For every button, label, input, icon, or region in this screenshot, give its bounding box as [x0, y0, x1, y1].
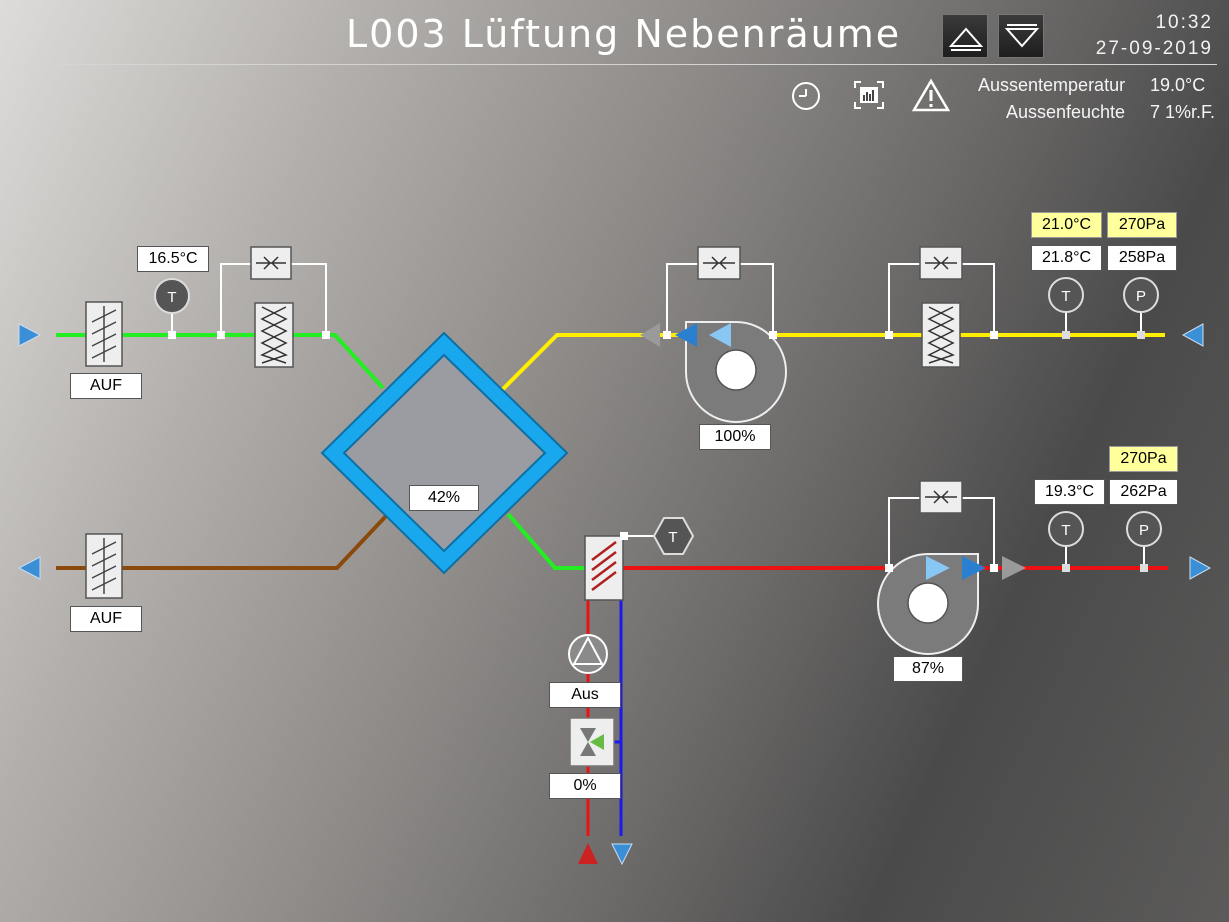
ambient-humidity-label: Aussenfeuchte	[1005, 102, 1126, 122]
ambient-values: 19.0°C 7 1%r.F.	[1150, 72, 1215, 126]
page-down-button[interactable]	[998, 14, 1044, 58]
outdoor-air-inlet-arrow	[18, 323, 42, 347]
sensor-letter-p: P	[1139, 522, 1149, 539]
header-divider	[12, 64, 1217, 65]
ambient-humidity-value: 7 1%r.F.	[1150, 102, 1216, 122]
outdoor-air-duct	[56, 333, 590, 570]
date: 27-09-2019	[1095, 38, 1213, 59]
valve-position-value[interactable]: 0%	[549, 773, 621, 799]
heat-recovery-exchanger[interactable]	[320, 331, 569, 575]
outdoor-air-filter[interactable]	[217, 246, 330, 368]
heating-coil[interactable]	[584, 532, 628, 601]
exhaust-damper-state[interactable]: AUF	[70, 606, 142, 632]
extract-air-pressure-sensor[interactable]: P	[1123, 277, 1159, 339]
time: 10:32	[1155, 12, 1213, 33]
triangle-down-icon	[1004, 24, 1040, 48]
flow-water-arrow-up	[578, 843, 598, 864]
ambient-labels: Aussentemperatur Aussenfeuchte	[978, 72, 1125, 126]
heating-valve[interactable]	[569, 717, 615, 767]
supply-pressure-value[interactable]: 262Pa	[1109, 479, 1178, 505]
exhaust-air-damper[interactable]	[85, 533, 123, 599]
page-up-button[interactable]	[942, 14, 988, 58]
ambient-temperature-value: 19.0°C	[1150, 75, 1206, 95]
outdoor-air-temperature-sensor[interactable]: T	[154, 278, 190, 339]
sensor-letter-t: T	[1061, 522, 1070, 539]
triangle-up-icon	[948, 27, 984, 51]
supply-air-pressure-sensor[interactable]: P	[1126, 511, 1162, 572]
sensor-letter-t: T	[1061, 288, 1070, 305]
frost-protection-temperature-sensor[interactable]: T	[624, 517, 695, 555]
warning-icon[interactable]	[911, 78, 951, 117]
return-water-arrow-down	[611, 843, 633, 866]
exhaust-air-outlet-arrow	[17, 556, 41, 580]
extract-air-fan[interactable]	[640, 246, 787, 423]
extract-temperature-value[interactable]: 21.8°C	[1031, 245, 1102, 271]
supply-pressure-setpoint[interactable]: 270Pa	[1109, 446, 1178, 472]
outdoor-damper-state[interactable]: AUF	[70, 373, 142, 399]
extract-fan-speed-value[interactable]: 100%	[699, 424, 771, 450]
outdoor-air-temperature-value[interactable]: 16.5°C	[137, 246, 209, 272]
sensor-letter-t: T	[167, 289, 176, 306]
supply-air-temperature-sensor[interactable]: T	[1048, 511, 1084, 572]
supply-temperature-value[interactable]: 19.3°C	[1034, 479, 1105, 505]
sensor-letter-p: P	[1136, 288, 1146, 305]
supply-air-fan[interactable]	[877, 480, 1026, 655]
extract-pressure-setpoint[interactable]: 270Pa	[1107, 212, 1177, 238]
clock-icon[interactable]	[790, 80, 822, 117]
extract-air-duct	[500, 333, 1165, 392]
supply-air-outlet-arrow	[1189, 556, 1212, 580]
extract-air-temperature-sensor[interactable]: T	[1048, 277, 1084, 339]
supply-fan-speed-value[interactable]: 87%	[893, 656, 963, 682]
outdoor-air-damper[interactable]	[85, 301, 123, 367]
extract-air-filter[interactable]	[885, 246, 998, 368]
ambient-temperature-label: Aussentemperatur	[978, 75, 1126, 95]
extract-pressure-value[interactable]: 258Pa	[1107, 245, 1177, 271]
heating-pump[interactable]	[568, 634, 608, 674]
heat-recovery-value[interactable]: 42%	[409, 485, 479, 511]
clock: 10:32 27-09-2019	[1096, 10, 1213, 62]
extract-temperature-setpoint[interactable]: 21.0°C	[1031, 212, 1102, 238]
pump-state[interactable]: Aus	[549, 682, 621, 708]
trend-chart-icon[interactable]	[852, 79, 886, 116]
sensor-letter-t: T	[668, 529, 677, 546]
page-title: L003 Lüftung Nebenräume	[346, 12, 902, 56]
exhaust-air-duct	[56, 514, 388, 570]
extract-air-inlet-arrow	[1181, 323, 1204, 347]
